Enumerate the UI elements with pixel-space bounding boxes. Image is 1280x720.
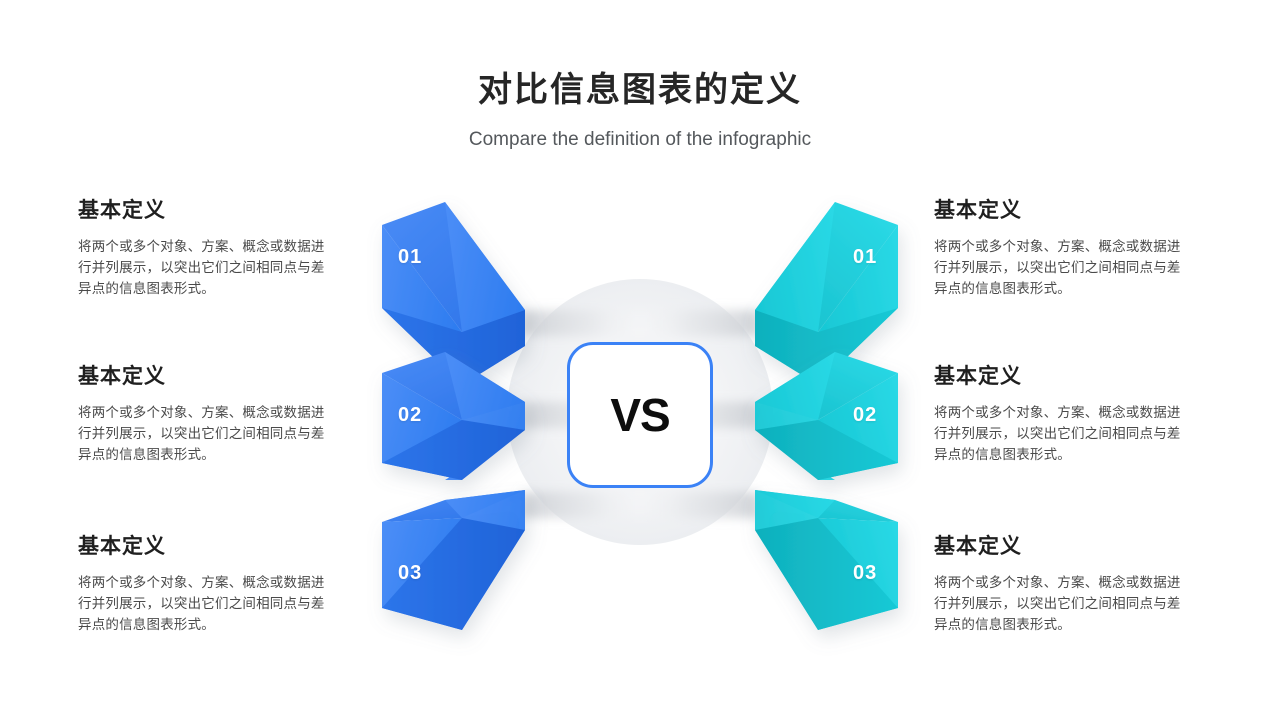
right-item-3-heading: 基本定义 [934,535,1022,558]
left-item-2-heading: 基本定义 [78,365,166,388]
left-item-3-body: 将两个或多个对象、方案、概念或数据进行并列展示，以突出它们之间相同点与差异点的信… [78,575,325,632]
right-item-3: 基本定义 将两个或多个对象、方案、概念或数据进行并列展示，以突出它们之间相同点与… [934,534,1184,635]
left-item-3-heading: 基本定义 [78,535,166,558]
right-item-1-heading: 基本定义 [934,199,1022,222]
right-item-1: 基本定义 将两个或多个对象、方案、概念或数据进行并列展示，以突出它们之间相同点与… [934,198,1184,299]
vs-badge: VS [567,342,713,488]
left-item-2-body: 将两个或多个对象、方案、概念或数据进行并列展示，以突出它们之间相同点与差异点的信… [78,405,325,462]
left-prism-03 [382,490,525,630]
right-item-3-body: 将两个或多个对象、方案、概念或数据进行并列展示，以突出它们之间相同点与差异点的信… [934,575,1181,632]
right-number-02: 02 [853,404,878,426]
right-item-2-body: 将两个或多个对象、方案、概念或数据进行并列展示，以突出它们之间相同点与差异点的信… [934,405,1181,462]
left-item-1: 基本定义 将两个或多个对象、方案、概念或数据进行并列展示，以突出它们之间相同点与… [78,198,328,299]
vs-label: VS [610,389,670,441]
page-subtitle: Compare the definition of the infographi… [468,129,812,150]
left-prism-01 [382,202,525,385]
left-item-1-body: 将两个或多个对象、方案、概念或数据进行并列展示，以突出它们之间相同点与差异点的信… [78,239,325,296]
left-item-1-heading: 基本定义 [78,199,166,222]
left-number-02: 02 [398,404,423,426]
right-prism-01 [755,202,898,385]
left-item-3: 基本定义 将两个或多个对象、方案、概念或数据进行并列展示，以突出它们之间相同点与… [78,534,328,635]
page-title: 对比信息图表的定义 [478,71,802,109]
right-number-01: 01 [853,246,878,268]
right-prism-02 [755,352,898,480]
right-item-2-heading: 基本定义 [934,365,1022,388]
right-item-2: 基本定义 将两个或多个对象、方案、概念或数据进行并列展示，以突出它们之间相同点与… [934,364,1184,465]
left-prism-02 [382,352,525,480]
left-number-01: 01 [398,246,423,268]
right-number-03: 03 [853,562,878,584]
left-number-03: 03 [398,562,423,584]
right-item-1-body: 将两个或多个对象、方案、概念或数据进行并列展示，以突出它们之间相同点与差异点的信… [934,239,1181,296]
left-item-2: 基本定义 将两个或多个对象、方案、概念或数据进行并列展示，以突出它们之间相同点与… [78,364,328,465]
right-prism-03 [755,490,898,630]
